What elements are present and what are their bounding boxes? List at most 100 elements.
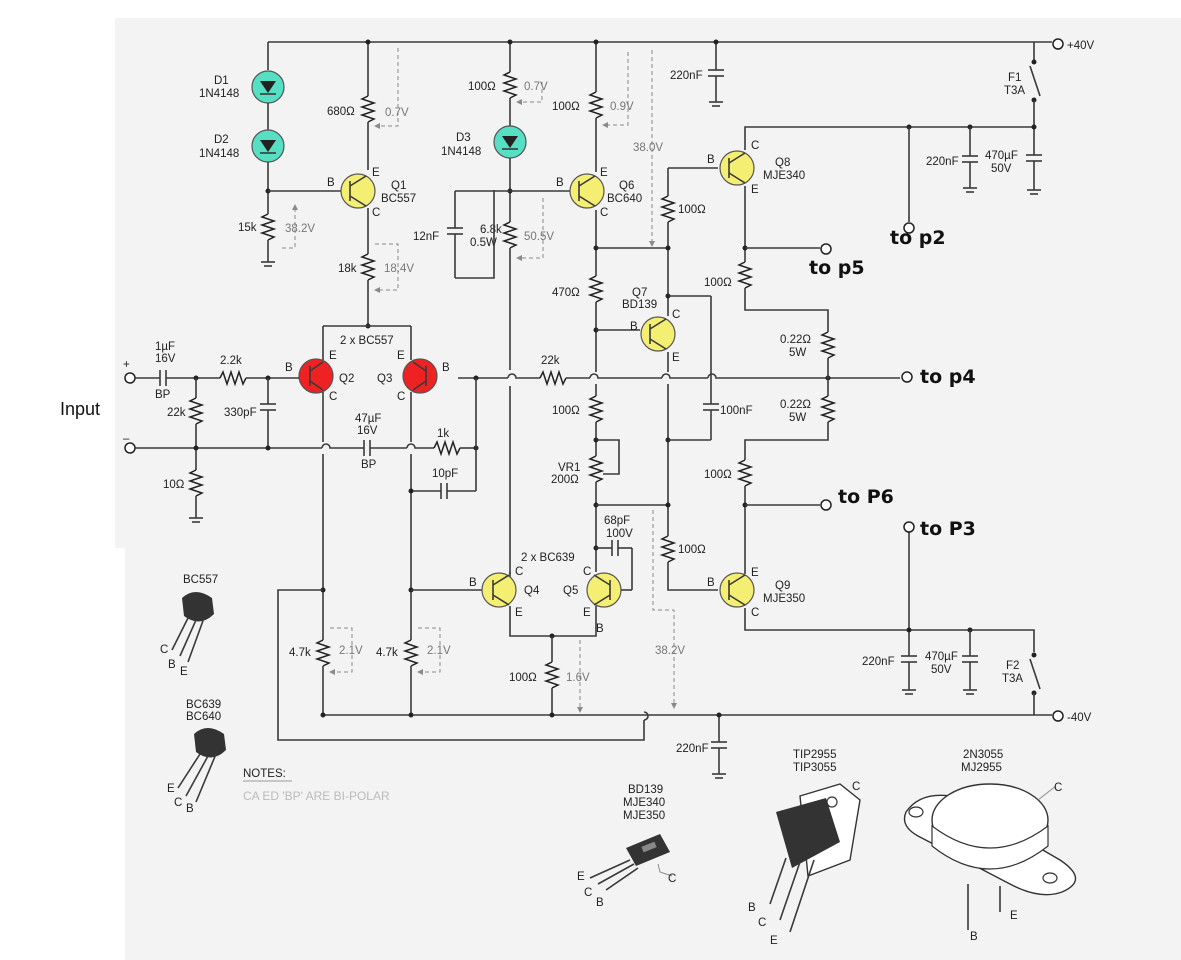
c47u-label: 47µF [355,413,381,425]
resistor-18k [359,253,377,281]
q7-part: BD139 [622,299,657,311]
p2-terminal[interactable] [903,222,915,234]
v09-label: 0.9V [610,101,634,113]
pair45-label: 2 x BC639 [521,552,575,564]
q1-b: B [327,177,335,189]
negative-rail: -40V [323,710,1092,724]
p2-label: to p2 [890,227,946,249]
q8-ref: Q8 [775,157,790,169]
diode-d1 [251,70,285,104]
d1-ref: D1 [214,75,229,87]
c1u-label: 1µF [155,341,175,353]
r47kb-label: 4.7k [376,647,398,659]
p4-label: to p4 [920,366,976,388]
r100c-label: 100Ω [552,405,580,417]
resistor-22k-fb [539,369,567,387]
to3-e: E [1010,910,1018,922]
c220a-label: 220nF [926,156,959,168]
q2-c: C [329,391,337,403]
r10-label: 10Ω [163,479,185,491]
r100b-label: 100Ω [552,101,580,113]
p5-terminal[interactable] [820,243,832,255]
capacitor-68p [611,540,619,556]
bc639-c: C [174,797,182,809]
d3-ref: D3 [456,132,471,144]
v16-label: 1.6V [566,672,590,684]
resistor-1k [433,439,461,457]
transistor-q2 [298,358,334,394]
r022b-label: 0.22Ω [780,399,811,411]
bc557-e: E [180,666,188,678]
c220top-label: 220nF [670,70,703,82]
q6-c: C [600,207,608,219]
c12n-label: 12nF [413,231,439,243]
transistor-q5 [586,572,622,608]
resistor-022-a [819,331,837,359]
r22-label: 2.2k [220,355,242,367]
r100e-label: 100Ω [704,277,732,289]
q2-e: E [329,350,337,362]
neg-rail-terminal[interactable] [1052,710,1064,722]
resistor-100-e [736,261,754,289]
tip-package [769,783,861,933]
q7-ref: Q7 [632,287,647,299]
transistor-q7 [640,316,676,352]
q6-ref: Q6 [619,180,634,192]
p4-terminal[interactable] [901,371,913,383]
fuse-f1 [1029,42,1041,155]
p6-terminal[interactable] [820,499,832,511]
notes-line1: CA ED 'BP' ARE BI-POLAR [243,789,390,803]
r15k-label: 15k [238,222,257,234]
d3-part: 1N4148 [441,146,481,158]
c100n-label: 100nF [720,405,753,417]
r1k-label: 1k [437,428,449,440]
capacitor-47u [363,440,371,456]
resistor-100-f [736,459,754,487]
v38top-label: 38.0V [633,142,663,154]
bc557-b: B [168,659,176,671]
bd139-c: C [584,887,592,899]
v382b-label: 38.2V [655,645,685,657]
tip-b: B [748,902,756,914]
q5-e: E [583,607,591,619]
c47u-type: BP [361,459,377,471]
vr1-val: 200Ω [551,474,579,486]
r18k-label: 18k [338,263,357,275]
transistor-q4 [481,572,517,608]
q4-c: C [515,566,523,578]
q3-ref: Q3 [377,373,392,385]
r100a-label: 100Ω [468,81,496,93]
bc557-package [171,592,214,663]
bd139-e: E [577,871,585,883]
resistor-100-c [587,395,605,423]
q8-b: B [707,154,715,166]
potentiometer-vr1 [587,455,605,483]
q9-b: B [707,577,715,589]
to3-package [903,783,1077,930]
q9-part: MJE350 [763,593,805,605]
transistor-q8 [719,150,755,186]
c68p-label: 68pF [604,515,630,527]
r68k-w: 0.5W [470,237,497,249]
transistor-q9 [719,572,755,608]
resistor-2k2 [219,369,247,387]
input-plus-terminal[interactable] [124,372,136,384]
q6-part: BC640 [607,193,642,205]
resistor-100-g [659,535,677,563]
resistor-4k7-a [314,639,332,667]
resistor-15k [259,213,277,241]
neg-rail-label: -40V [1067,712,1092,724]
resistor-680 [359,95,377,123]
input-minus-terminal[interactable] [124,442,136,454]
q7-c: C [672,309,680,321]
f2-val: T3A [1002,673,1023,685]
q9-e: E [751,567,759,579]
q6-e: E [600,167,608,179]
p3-terminal[interactable] [903,521,915,533]
resistor-100-h [543,661,561,689]
pos-rail-terminal[interactable] [1052,38,1064,50]
bc639-package [177,728,226,803]
q7-e: E [672,352,680,364]
v505-label: 50.5V [524,231,554,243]
resistor-470 [587,275,605,303]
